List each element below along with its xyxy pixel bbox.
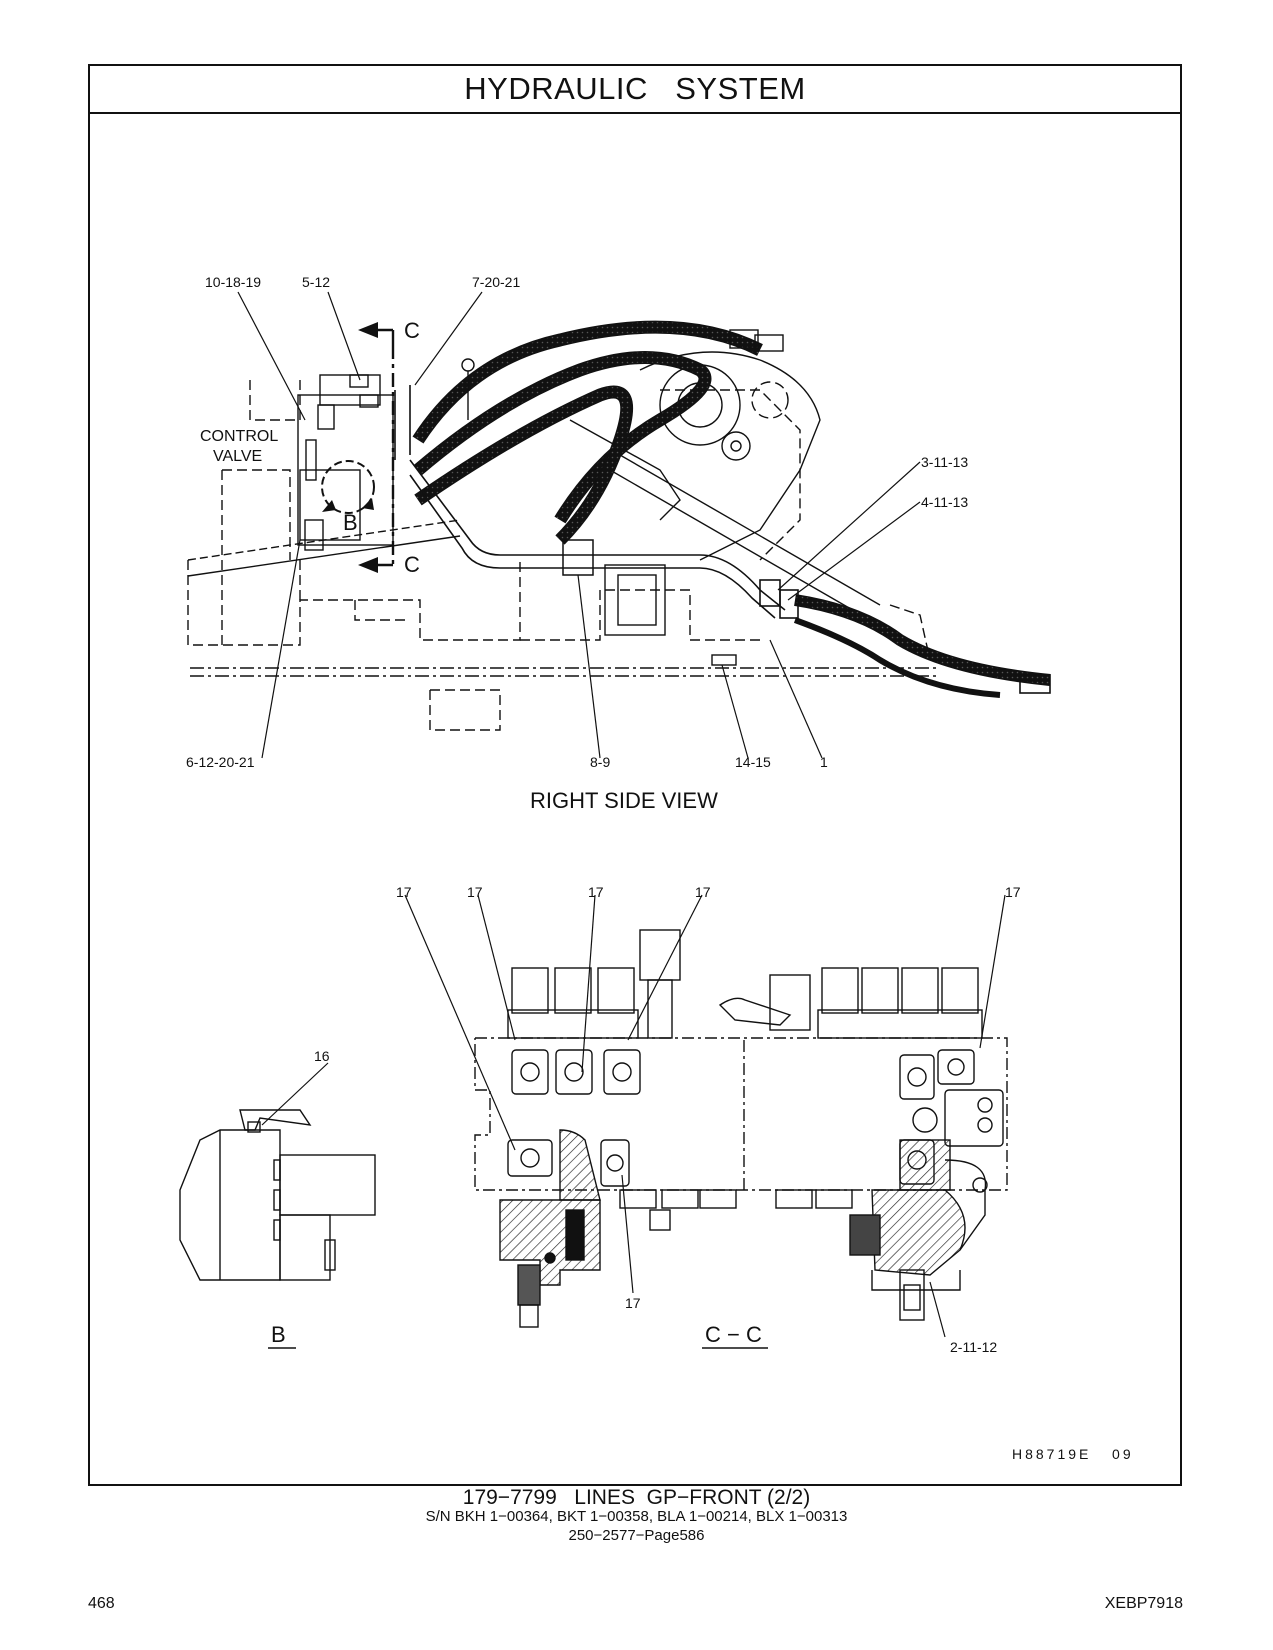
bottom-ports [619, 1189, 853, 1231]
callout-1: 1 [820, 754, 828, 770]
callout-17: 17 [1005, 884, 1021, 900]
callout-17: 17 [588, 884, 604, 900]
callout-4-11-13: 4-11-13 [921, 494, 968, 510]
callout-5-12: 5-12 [302, 274, 330, 290]
left-cross-section [499, 1129, 601, 1328]
callout-17: 17 [396, 884, 412, 900]
steel-tubes [394, 385, 1051, 694]
document-id: XEBP7918 [1104, 1595, 1183, 1612]
callout-17: 17 [625, 1295, 641, 1311]
view-c-c-labels: 17 17 17 17 17 17 2-11-12 C − C [396, 884, 1021, 1355]
fittings [317, 329, 784, 666]
drawing-frame: HYDRAULIC SYSTEM [88, 64, 1182, 1486]
section-c-label-bottom: C [404, 552, 420, 577]
right-cross-section [849, 1139, 988, 1321]
detail-b-marker: B [343, 510, 358, 535]
frame-outline [187, 380, 931, 731]
footer-title: 179−7799 LINES GP−FRONT (2/2) [462, 1486, 811, 1509]
valve-body [474, 929, 1008, 1328]
detail-b-circle [321, 460, 375, 514]
hose-bundle [412, 320, 1051, 698]
track-lines [190, 667, 940, 677]
view-b [179, 1062, 376, 1349]
callout-7-20-21: 7-20-21 [472, 274, 520, 290]
footer-page-ref: 250−2577−Page586 [568, 1527, 705, 1544]
callout-14-15: 14-15 [735, 754, 771, 770]
illustration-id: H88719E 09 [1012, 1446, 1134, 1462]
view-c-c [404, 894, 1008, 1349]
callout-17: 17 [467, 884, 483, 900]
callout-17: 17 [695, 884, 711, 900]
section-arrow-top-icon [358, 322, 378, 338]
leader-lines-c-c [404, 894, 1006, 1349]
title-bar: HYDRAULIC SYSTEM [90, 66, 1180, 114]
section-line-c-c [363, 328, 395, 567]
control-valve-label-line1: CONTROL [200, 428, 278, 445]
view-b-label: B [271, 1322, 286, 1347]
callout-2-11-12: 2-11-12 [950, 1339, 997, 1355]
right-side-view-labels: 10-18-19 5-12 7-20-21 3-11-13 4-11-13 6-… [186, 274, 968, 813]
section-arrow-bottom-icon [358, 557, 378, 573]
callout-8-9: 8-9 [590, 754, 610, 770]
page-number: 468 [88, 1595, 115, 1612]
right-side-view-label: RIGHT SIDE VIEW [530, 788, 718, 813]
right-side-view [187, 291, 1051, 759]
callout-3-11-13: 3-11-13 [921, 454, 968, 470]
section-c-label-top: C [404, 318, 420, 343]
control-valve-label-line2: VALVE [213, 448, 262, 465]
page-title: HYDRAULIC SYSTEM [464, 71, 806, 106]
leader-lines [237, 291, 921, 759]
callout-10-18-19: 10-18-19 [205, 274, 261, 290]
callout-16: 16 [314, 1048, 330, 1064]
view-c-c-label: C − C [705, 1322, 762, 1347]
callout-6-12-20-21: 6-12-20-21 [186, 754, 255, 770]
footer-serial-numbers: S/N BKH 1−00364, BKT 1−00358, BLA 1−0021… [425, 1508, 848, 1525]
